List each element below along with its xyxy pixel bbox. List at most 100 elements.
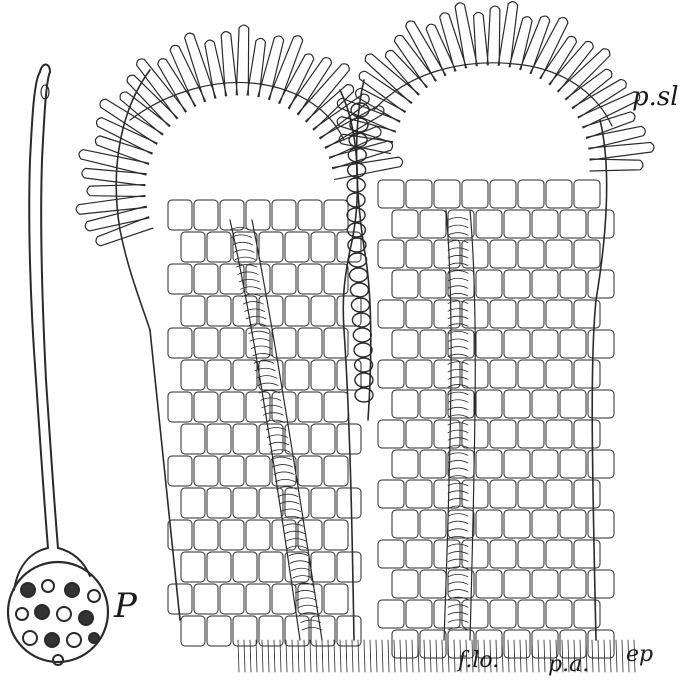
cell <box>311 232 335 262</box>
papilla <box>258 36 284 100</box>
vessel-ring <box>285 531 305 534</box>
cell <box>181 232 205 262</box>
cell <box>420 390 446 418</box>
vessel-ring <box>448 460 468 463</box>
base-striation <box>592 640 593 672</box>
vessel-ring <box>448 620 468 623</box>
cell <box>168 328 192 358</box>
chain-bead <box>351 298 369 312</box>
cell <box>434 600 460 628</box>
cell <box>392 330 418 358</box>
vessel-ring <box>448 423 468 426</box>
cell <box>392 450 418 478</box>
papilla <box>333 157 403 179</box>
base-striation <box>244 640 245 672</box>
base-striation <box>616 640 617 672</box>
vessel-ring <box>448 233 468 236</box>
vessel-ring <box>448 574 468 577</box>
base-striation <box>238 640 239 672</box>
cell <box>476 330 502 358</box>
cell <box>490 600 516 628</box>
cell <box>194 392 218 422</box>
vessel-ring <box>287 546 307 549</box>
cell <box>298 584 322 614</box>
cell <box>490 240 516 268</box>
base-striation <box>298 640 299 672</box>
vessel-ring <box>291 568 311 571</box>
vessel-ring <box>448 483 468 486</box>
papilla <box>498 2 517 67</box>
vessel-ring <box>448 286 468 289</box>
base-striation <box>532 640 533 672</box>
cell <box>532 450 558 478</box>
cell <box>233 616 257 646</box>
vessel-ring <box>269 442 289 445</box>
base-striation <box>352 640 353 672</box>
cell <box>298 200 322 230</box>
vessel-ring <box>448 544 468 547</box>
cell <box>420 270 446 298</box>
cell <box>574 240 600 268</box>
cell <box>311 296 335 326</box>
cell <box>560 450 586 478</box>
base-striation <box>502 640 503 672</box>
cell <box>324 392 348 422</box>
vessel-ring <box>448 263 468 266</box>
cell <box>532 210 558 238</box>
papilla <box>127 75 178 126</box>
chain-bead <box>354 343 372 357</box>
cell <box>298 328 322 358</box>
base-striation <box>418 640 419 672</box>
cell <box>546 480 572 508</box>
cell <box>298 456 322 486</box>
papilla <box>76 195 146 214</box>
cell <box>420 510 446 538</box>
cell <box>406 300 432 328</box>
cell <box>462 180 488 208</box>
cell <box>560 570 586 598</box>
base-striation <box>424 640 425 672</box>
cell <box>504 330 530 358</box>
cell <box>324 456 348 486</box>
vessel-ring <box>297 598 317 601</box>
cell <box>546 240 572 268</box>
cell <box>246 520 270 550</box>
cell <box>168 200 192 230</box>
cell <box>392 510 418 538</box>
cell <box>462 540 488 568</box>
chain-bead <box>350 283 368 297</box>
base-striation <box>280 640 281 672</box>
cell <box>406 420 432 448</box>
base-striation <box>412 640 413 672</box>
vessel-ring <box>448 605 468 608</box>
base-striation <box>304 640 305 672</box>
cell <box>560 390 586 418</box>
base-striation <box>520 640 521 672</box>
cell <box>194 264 218 294</box>
vessel-ring <box>448 240 468 243</box>
vessel-ring <box>448 430 468 433</box>
cell <box>194 328 218 358</box>
base-striation <box>388 640 389 672</box>
cell <box>207 424 231 454</box>
cell <box>518 540 544 568</box>
cell <box>220 520 244 550</box>
cell <box>518 180 544 208</box>
cell <box>476 270 502 298</box>
papilla <box>583 112 635 138</box>
base-striation <box>454 640 455 672</box>
cell <box>246 584 270 614</box>
cell <box>546 600 572 628</box>
base-striation <box>358 640 359 672</box>
cell <box>406 360 432 388</box>
base-striation <box>292 640 293 672</box>
base-striation <box>394 640 395 672</box>
cell <box>490 540 516 568</box>
cell <box>490 300 516 328</box>
base-striation <box>442 640 443 672</box>
cell <box>207 360 231 390</box>
cell <box>324 584 348 614</box>
vessel-ring <box>275 479 295 482</box>
cell <box>220 328 244 358</box>
